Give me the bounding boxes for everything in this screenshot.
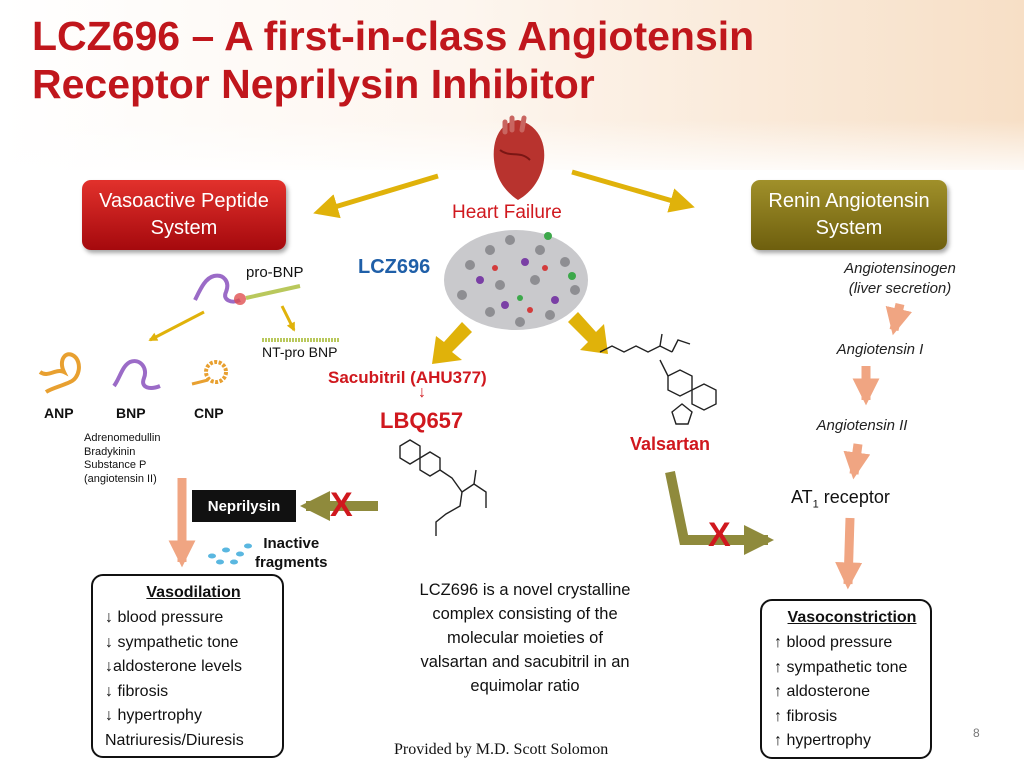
description-line: complex consisting of the [432, 605, 618, 623]
at1-subscript: 1 [812, 498, 819, 511]
vasodilation-heading: Vasodilation [146, 584, 241, 601]
substrate-item: Adrenomedullin [84, 432, 161, 444]
slide-title-line1: LCZ696 – A first-in-class Angiotensin [32, 13, 755, 59]
bnp-icon [112, 359, 161, 390]
credit-line: Provided by M.D. Scott Solomon [394, 741, 609, 758]
lbq657-structure-icon [399, 439, 487, 536]
neprilysin-box: Neprilysin [192, 490, 296, 522]
arrow-ang-to-ang1 [885, 302, 913, 336]
heart-failure-label: Heart Failure [452, 202, 562, 223]
lbq657-label: LBQ657 [380, 408, 464, 433]
cnp-label: CNP [194, 405, 224, 421]
at1-suffix: receptor [818, 487, 890, 507]
arrow-to-vasoconstriction [835, 517, 863, 590]
effect-item: ↑ blood pressure [774, 634, 893, 651]
vasoconstriction-heading: Vasoconstriction [787, 609, 917, 626]
effect-item: Natriuresis/Diuresis [105, 731, 244, 749]
sacubitril-down-arrow: ↓ [418, 384, 426, 401]
neprilysin-block-mark: X [330, 486, 353, 524]
substrate-item: Bradykinin [84, 445, 136, 458]
angiotensinogen-label: Angiotensinogen [844, 260, 956, 277]
description-line: equimolar ratio [470, 677, 580, 695]
pro-bnp-icon [193, 273, 301, 305]
at1-block-mark: X [708, 516, 731, 554]
effect-item: ↓ blood pressure [105, 609, 224, 626]
inactive-fragments-label: Inactive fragments [255, 534, 328, 572]
vasoactive-label-line2: System [150, 217, 218, 239]
substrate-item: (angiotensin II) [84, 472, 157, 485]
description-line: LCZ696 is a novel crystalline [419, 581, 631, 599]
slide-title: LCZ696 – A first-in-class Angiotensin Re… [32, 12, 754, 108]
pro-bnp-label: pro-BNP [246, 264, 304, 281]
fragments-icon [208, 543, 252, 565]
lcz696-molecule-icon [444, 230, 588, 330]
effect-item: ↑ sympathetic tone [774, 658, 908, 676]
sacubitril-label: Sacubitril (AHU377) [328, 368, 487, 387]
valsartan-label: Valsartan [630, 434, 711, 454]
cnp-icon [191, 360, 228, 386]
arrow-pro-bnp-to-nt [280, 305, 296, 332]
arrow-ang2-to-at1 [843, 443, 871, 480]
vasoactive-label-line1: Vasoactive Peptide [99, 190, 269, 212]
nt-pro-bnp-label: NT-pro BNP [262, 344, 338, 360]
slide-title-line2: Receptor Neprilysin Inhibitor [32, 61, 595, 107]
liver-secretion-label: (liver secretion) [848, 280, 952, 297]
raas-label-line1: Renin Angiotensin [768, 190, 930, 212]
anp-icon [38, 352, 81, 394]
angiotensin-ii-label: Angiotensin II [816, 417, 908, 434]
inactive-line1: Inactive [263, 535, 320, 552]
effect-item: ↓ hypertrophy [105, 707, 202, 725]
heart-icon [493, 115, 545, 200]
effect-item: ↑ fibrosis [774, 707, 838, 725]
at1-receptor-label: AT1 receptor [791, 487, 890, 511]
inactive-line2: fragments [255, 554, 328, 571]
effect-item: ↓ fibrosis [105, 682, 169, 700]
arrow-to-sacubitril [432, 322, 472, 364]
effect-item: ↑ aldosterone [774, 683, 871, 701]
other-substrates-list: Adrenomedullin Bradykinin Substance P (a… [84, 432, 160, 486]
vasoconstriction-box: Vasoconstriction ↑ blood pressure ↑ symp… [760, 599, 932, 759]
arrow-to-valsartan [568, 312, 608, 354]
effect-item: ↑ hypertrophy [774, 732, 871, 750]
description-line: valsartan and sacubitril in an [420, 653, 630, 671]
arrow-to-at1 [665, 470, 774, 555]
effect-item: ↓ sympathetic tone [105, 633, 239, 651]
valsartan-structure-icon [599, 333, 717, 425]
anp-label: ANP [44, 405, 74, 421]
arrow-to-vasoactive [313, 173, 439, 219]
lcz696-label: LCZ696 [358, 256, 431, 278]
angiotensin-i-label: Angiotensin I [836, 341, 924, 358]
arrow-pro-bnp-to-peptides [148, 310, 205, 342]
slide-number: 8 [973, 726, 980, 740]
vasodilation-box: Vasodilation ↓ blood pressure ↓ sympathe… [91, 574, 284, 758]
at1-prefix: AT [791, 487, 813, 507]
substrate-item: Substance P [84, 459, 147, 471]
description-line: molecular moieties of [447, 629, 603, 647]
raas-label-line2: System [815, 217, 883, 239]
lcz696-description: LCZ696 is a novel crystalline complex co… [380, 578, 670, 698]
bnp-label: BNP [116, 405, 146, 421]
arrow-to-raas [571, 169, 695, 213]
effect-item: ↓aldosterone levels [105, 658, 242, 676]
